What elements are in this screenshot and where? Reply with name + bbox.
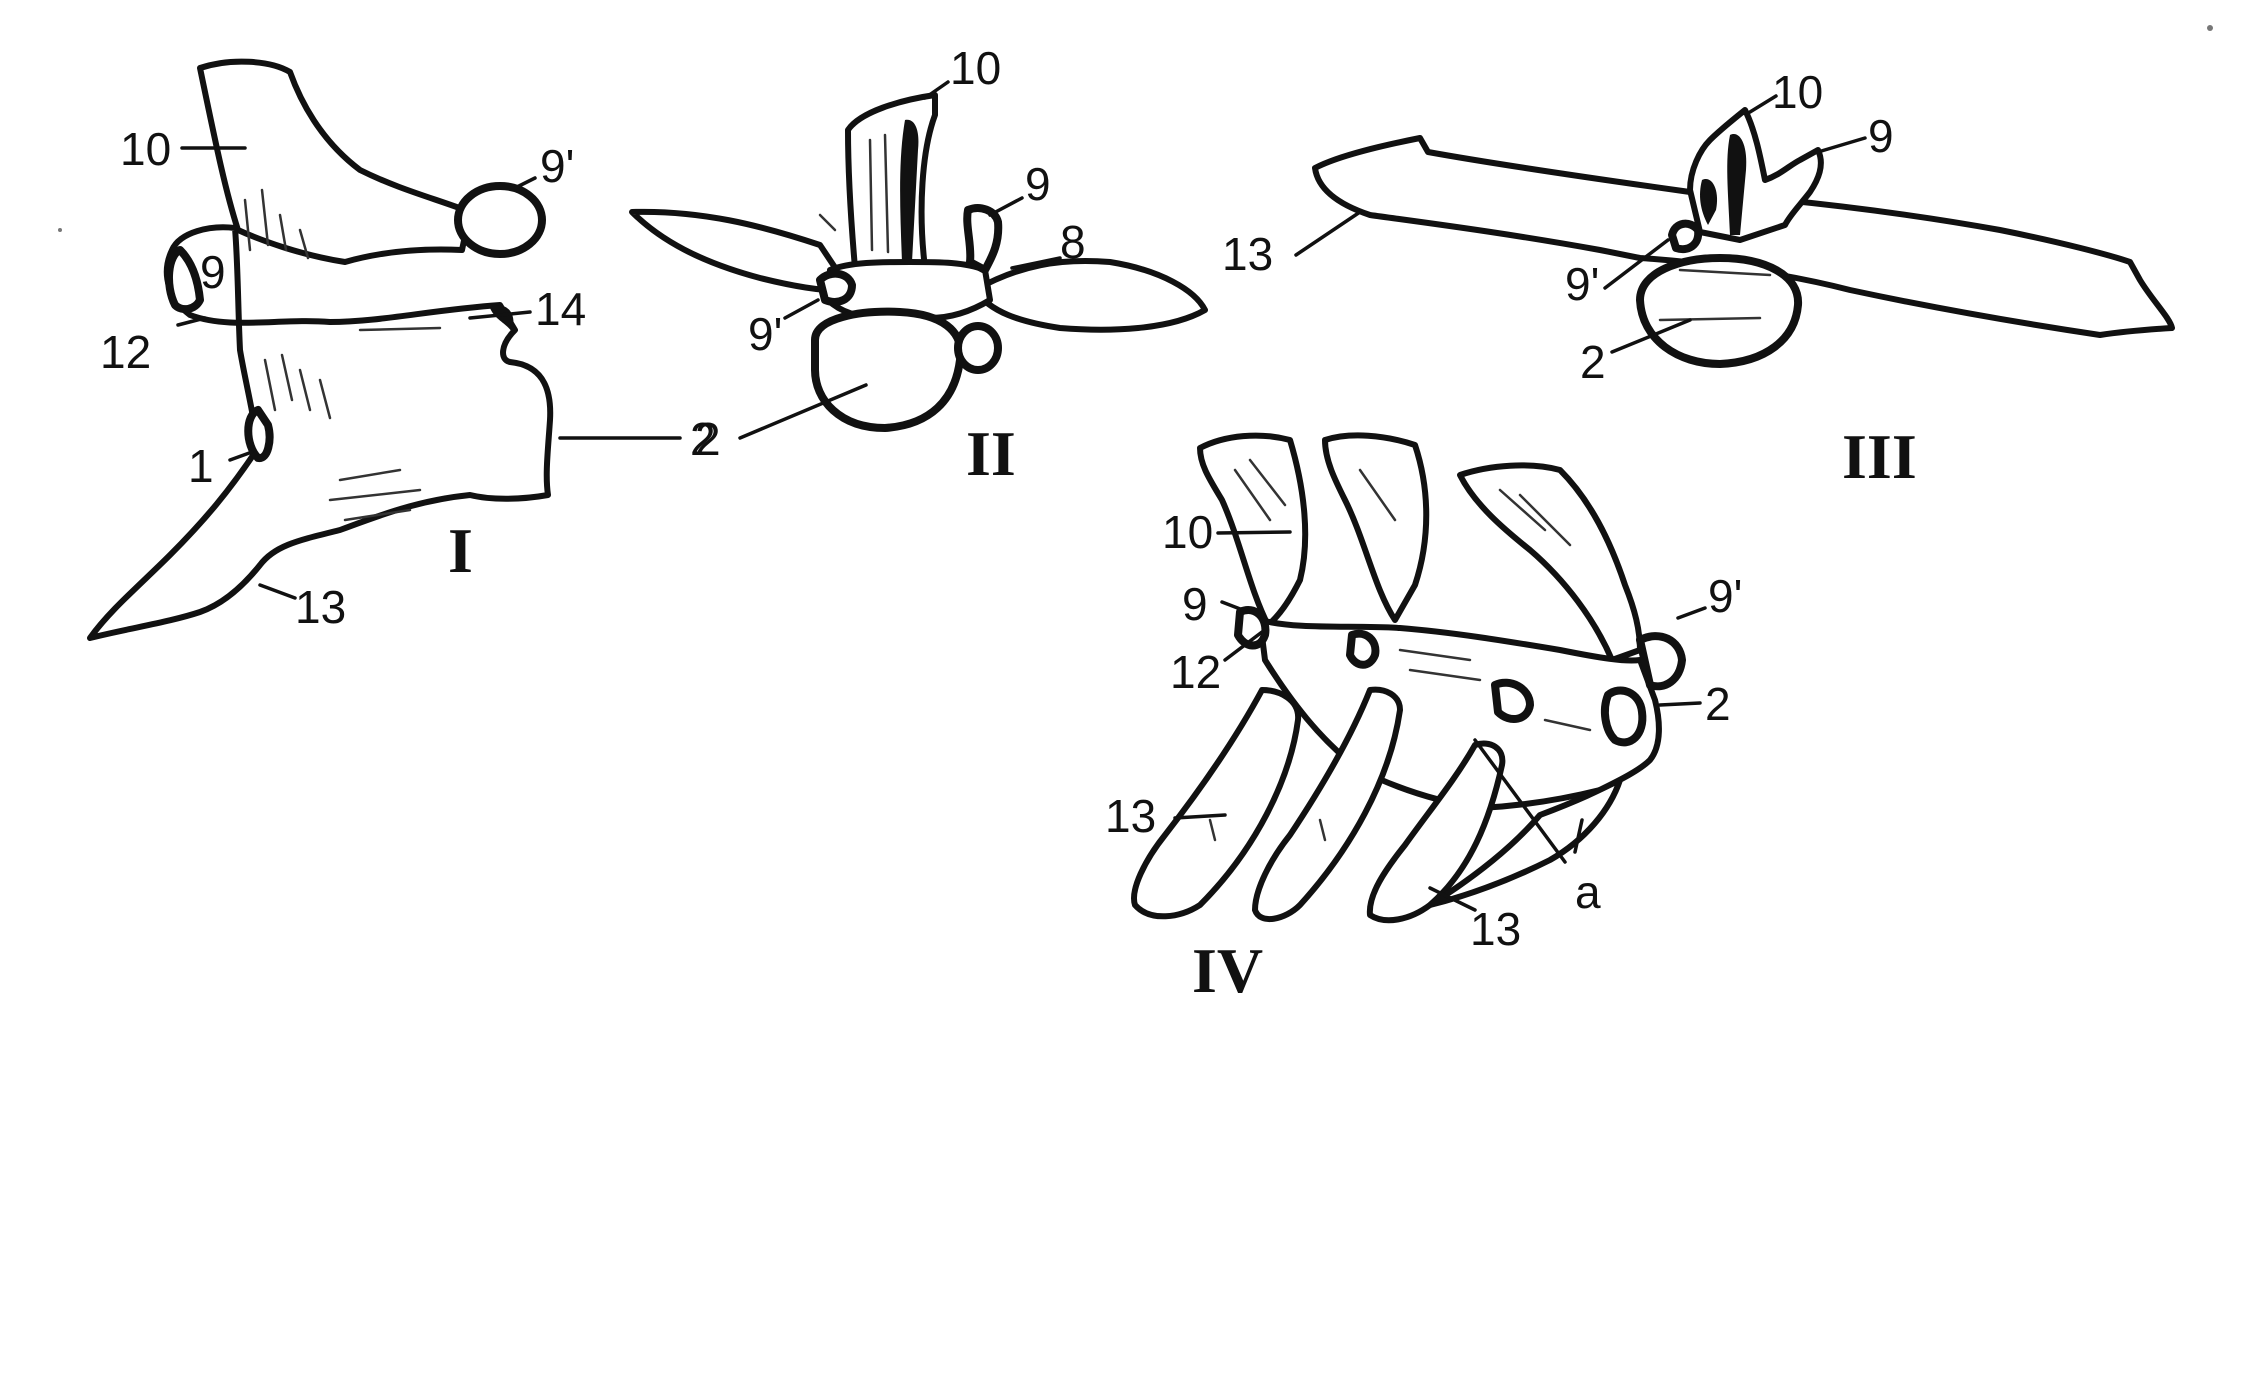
v2-transverse-right <box>972 257 1208 333</box>
v4-articular-cranial <box>1636 632 1686 691</box>
v1-label-9prime: 9' <box>540 140 574 192</box>
v1-articular-process-cranial <box>454 182 546 258</box>
v2-articular-process <box>816 269 856 306</box>
view-4-vertebrae: 10 9 12 9' 2 13 a 13 IV <box>1105 432 1742 1006</box>
v3-label-13: 13 <box>1222 228 1273 280</box>
v4-spinous-2 <box>1322 432 1430 623</box>
v4-label-10: 10 <box>1162 506 1213 558</box>
v4-label-13-left: 13 <box>1105 790 1156 842</box>
v3-label-2: 2 <box>1580 336 1606 388</box>
v2-body <box>811 307 965 432</box>
v2-spinous-process <box>845 92 938 271</box>
v1-accessory-process <box>244 406 274 462</box>
v2-label-9: 9 <box>1025 158 1051 210</box>
v2-accessory <box>954 322 1002 374</box>
view-1-vertebra: 10 9' 9 12 14 1 2 13 I <box>87 58 716 641</box>
v4-transverse-2 <box>1252 686 1403 922</box>
v3-spinous-process <box>1687 107 1824 243</box>
v3-label-9prime: 9' <box>1565 258 1599 310</box>
v1-label-1: 1 <box>188 440 214 492</box>
v4-articular-joint-2 <box>1491 678 1534 724</box>
v1-label-14: 14 <box>535 283 586 335</box>
v4-spinous-1 <box>1197 432 1309 628</box>
v2-label-8: 8 <box>1060 216 1086 268</box>
v2-label-9prime: 9' <box>748 308 782 360</box>
v4-label-a: a <box>1575 866 1601 918</box>
v1-numeral: I <box>448 515 473 586</box>
v1-body <box>87 224 554 641</box>
v2-mammillary-process <box>963 204 1003 274</box>
v1-label-12: 12 <box>100 326 151 378</box>
v1-label-10: 10 <box>120 123 171 175</box>
v1-label-13: 13 <box>295 581 346 633</box>
v2-label-10: 10 <box>950 42 1001 94</box>
v2-numeral: II <box>966 418 1016 489</box>
v2-label-2: 2 <box>695 413 721 465</box>
v4-transverse-1 <box>1131 687 1302 920</box>
v3-numeral: III <box>1842 421 1917 492</box>
v3-body <box>1636 254 1803 368</box>
v4-spinous-3 <box>1457 462 1643 663</box>
view-3-vertebra: 10 9 13 9' 2 III <box>1222 66 2175 492</box>
view-2-vertebra: 10 9 8 9' 2 II <box>629 42 1208 489</box>
v4-label-9prime: 9' <box>1708 570 1742 622</box>
v1-label-9: 9 <box>200 246 226 298</box>
v1-articular-process-caudal <box>165 246 204 314</box>
v4-label-2: 2 <box>1705 678 1731 730</box>
v4-label-12: 12 <box>1170 646 1221 698</box>
v4-articular-joint-1 <box>1346 629 1380 669</box>
v3-articular-left <box>1668 219 1703 253</box>
v2-transverse-left <box>629 208 853 294</box>
v4-label-13-right: 13 <box>1470 903 1521 955</box>
v1-notch <box>490 305 514 332</box>
v3-label-9: 9 <box>1868 110 1894 162</box>
v4-label-9: 9 <box>1182 578 1208 630</box>
v1-label-2: 2 <box>690 413 716 465</box>
v3-label-10: 10 <box>1772 66 1823 118</box>
v4-body-end <box>1600 686 1647 747</box>
v1-spinous-process <box>197 58 473 265</box>
v4-transverse-3 <box>1366 740 1506 924</box>
v4-lower-ridge <box>1427 777 1623 908</box>
v4-numeral: IV <box>1192 935 1263 1006</box>
